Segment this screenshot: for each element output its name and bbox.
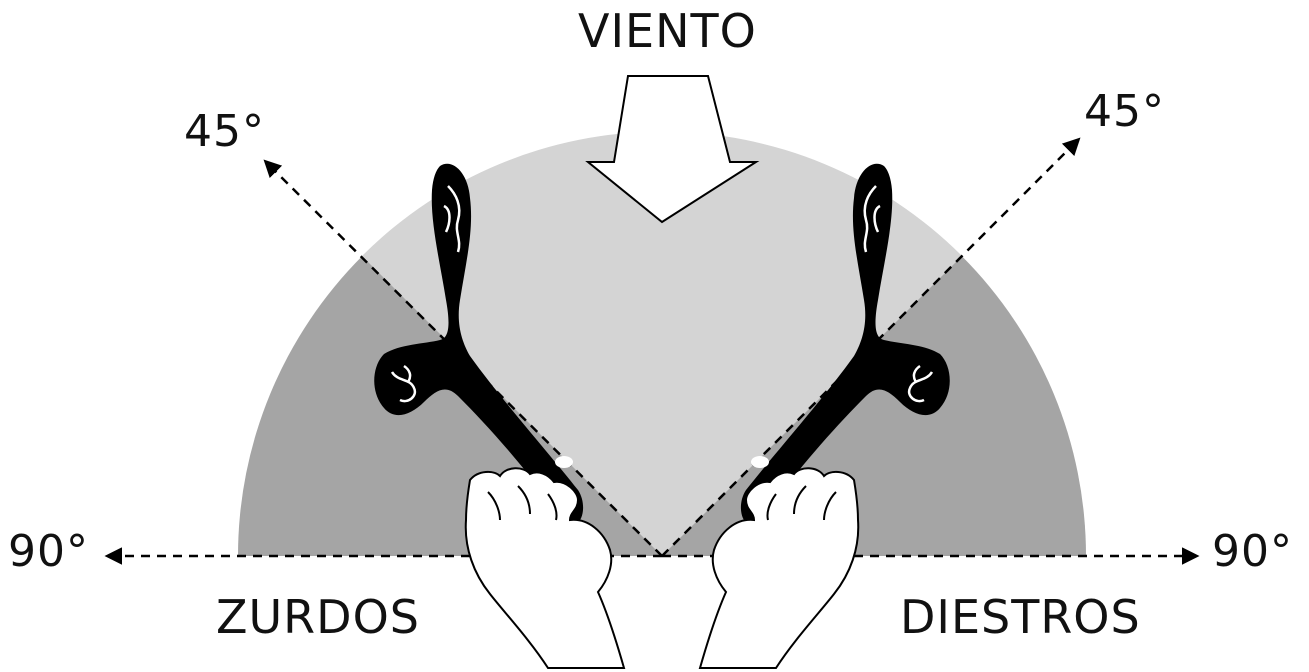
angle-right-90-label: 90° <box>1212 526 1293 577</box>
angle-right-45-label: 45° <box>1084 86 1165 137</box>
left-handed-label: ZURDOS <box>216 590 420 644</box>
wind-label: VIENTO <box>578 4 757 58</box>
angle-left-90-label: 90° <box>8 526 89 577</box>
right-handed-label: DIESTROS <box>900 590 1141 644</box>
angle-left-45-label: 45° <box>184 106 265 157</box>
